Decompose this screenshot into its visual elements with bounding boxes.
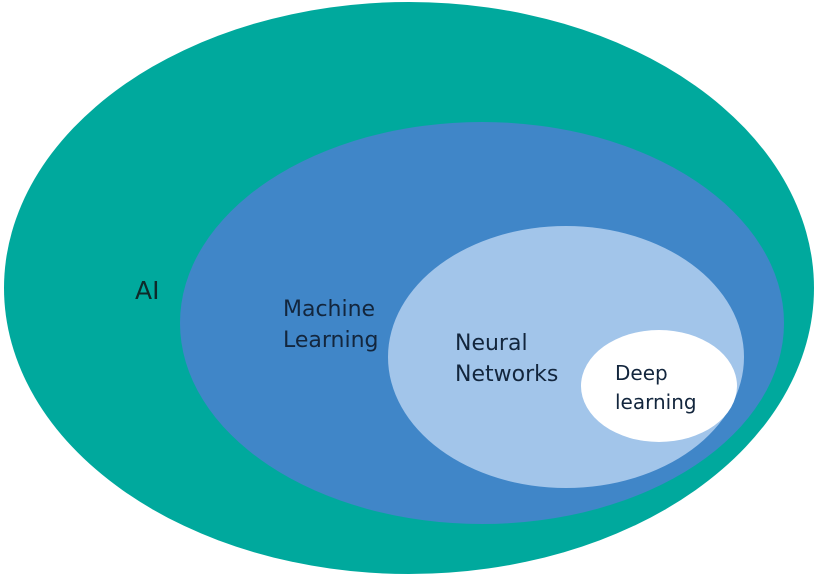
- machine-learning-label-line-1: Machine: [283, 297, 375, 322]
- neural-networks-label-line-1: Neural: [455, 331, 528, 356]
- machine-learning-label: Machine Learning: [283, 297, 382, 353]
- deep-learning-ellipse: [581, 330, 737, 442]
- deep-learning-label-line-1: Deep: [615, 361, 668, 385]
- neural-networks-label: Neural Networks: [455, 331, 558, 387]
- deep-learning-label: Deep learning: [615, 361, 697, 414]
- ai-label: AI: [135, 276, 159, 305]
- deep-learning-label-line-2: learning: [615, 390, 697, 414]
- neural-networks-label-line-2: Networks: [455, 362, 558, 387]
- machine-learning-label-line-2: Learning: [283, 328, 379, 353]
